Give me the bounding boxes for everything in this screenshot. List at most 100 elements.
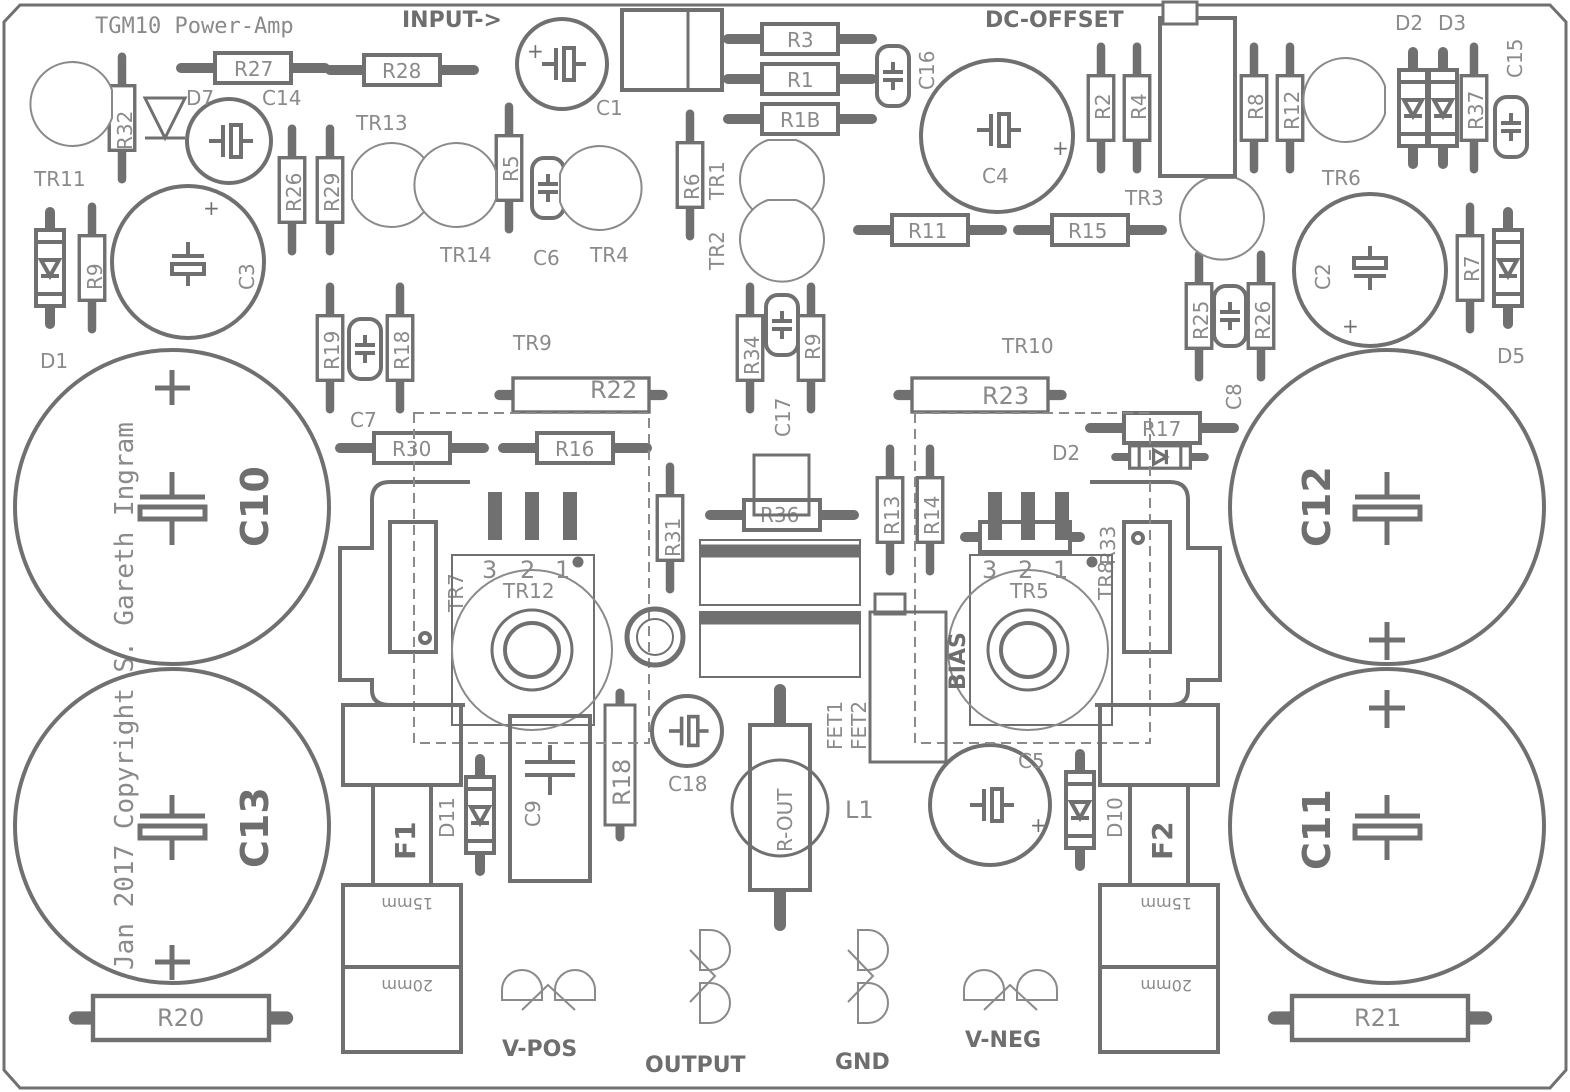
fuse-f1-20mm: 20mm (381, 976, 433, 995)
tr5-pin3: 3 (982, 556, 997, 584)
resistor-r31: R30 (340, 433, 484, 463)
tr9-footprint (413, 412, 650, 744)
terminal-vpos (501, 969, 596, 1011)
dc-offset-label: DC-OFFSET (985, 8, 1124, 33)
resistor-r10: R9 (79, 207, 107, 329)
svg-text:D5: D5 (1497, 344, 1525, 368)
transistor-tr12 (451, 492, 613, 731)
resistor-r16: R16 (503, 433, 647, 463)
resistor-r2: R2 (1088, 47, 1115, 169)
tr12-pin3: 3 (482, 556, 497, 584)
fuse-f1-label: F1 (389, 821, 422, 860)
svg-text:TR2: TR2 (705, 231, 729, 271)
diode-d5: D5 (1494, 212, 1525, 368)
svg-text:D2: D2 (1395, 11, 1423, 35)
svg-text:+: + (1052, 136, 1069, 160)
svg-text:TR14: TR14 (439, 243, 492, 267)
svg-text:C4: C4 (982, 164, 1009, 188)
fuse-f2-15mm: 15mm (1140, 894, 1192, 913)
bias-label: BIAS (946, 632, 971, 690)
terminal-gnd (847, 929, 889, 1024)
capacitor-c9: C9 (508, 714, 592, 883)
diode-d4: D2 (1395, 11, 1427, 164)
transistor-tr1: TR1 (705, 139, 825, 223)
svg-text:R17: R17 (1142, 417, 1181, 441)
capacitor-c2: + C2 (1292, 192, 1448, 348)
inductor-l1: R-OUT L1 (730, 684, 874, 931)
capacitor-c12: C12 (1228, 348, 1546, 666)
transistor-tr5-label: TR5 (1009, 579, 1049, 603)
resistor-r26: R26 (1248, 255, 1275, 377)
svg-text:R14: R14 (920, 496, 944, 535)
svg-text:D3: D3 (1438, 11, 1466, 35)
capacitor-c17: C17 (764, 293, 800, 437)
svg-text:+: + (203, 196, 220, 220)
resistor-r13: R13 (877, 449, 904, 571)
svg-text:R27: R27 (234, 57, 273, 81)
svg-text:C6: C6 (533, 246, 560, 270)
transistor-tr8-label: TR8 (1094, 561, 1118, 601)
svg-text:R9: R9 (83, 263, 107, 290)
input-label: INPUT-> (402, 8, 502, 33)
svg-text:C17: C17 (771, 398, 795, 437)
svg-text:+: + (527, 39, 544, 63)
fet1-label: FET1 (823, 701, 847, 750)
fuse-f1-15mm: 15mm (381, 894, 433, 913)
svg-text:L1: L1 (845, 796, 874, 824)
resistor-r8: R8 (1241, 47, 1268, 169)
svg-text:R26: R26 (282, 173, 306, 212)
svg-text:+: + (1342, 314, 1359, 338)
transistor-tr10-label: TR10 (1001, 334, 1054, 358)
svg-text:TR13: TR13 (355, 111, 408, 135)
svg-text:R6: R6 (680, 173, 704, 200)
transistor-tr13: TR13 (351, 111, 435, 229)
svg-text:TR1: TR1 (705, 161, 729, 201)
svg-text:R22: R22 (590, 376, 637, 404)
svg-text:C12: C12 (1295, 466, 1339, 547)
resistor-r29: R28 (330, 55, 474, 85)
resistor-r1: R1 (728, 64, 872, 94)
svg-text:D1: D1 (40, 349, 68, 373)
svg-text:C3: C3 (235, 263, 259, 290)
capacitor-c6: C6 (530, 156, 566, 270)
resistor-r25: R25 (1186, 255, 1213, 377)
input-connector (620, 8, 724, 92)
tr5-pin1: 1 (1053, 556, 1068, 584)
board-title: TGM10 Power-Amp (95, 14, 294, 39)
svg-text:R25: R25 (1189, 301, 1213, 340)
capacitor-c18: C18 (650, 694, 724, 796)
svg-text:R-OUT: R-OUT (773, 788, 797, 852)
svg-text:R29: R29 (320, 173, 344, 212)
capacitor-c13: C13 (13, 667, 331, 985)
svg-text:R32: R32 (113, 111, 137, 150)
svg-text:TR6: TR6 (1321, 166, 1361, 190)
capacitor-c4: + C4 (919, 58, 1075, 214)
tr12-pin2: 2 (520, 556, 535, 584)
svg-text:R15: R15 (1068, 219, 1107, 243)
diode-d2: D2 (1052, 441, 1205, 468)
svg-text:R21: R21 (1354, 1004, 1401, 1032)
svg-text:R18: R18 (390, 331, 414, 370)
diode-d7: D7 (142, 86, 214, 142)
svg-text:R37: R37 (1464, 91, 1488, 130)
svg-text:R20: R20 (157, 1004, 204, 1032)
svg-text:C11: C11 (1295, 789, 1339, 870)
fuse-f2-label: F2 (1146, 821, 1179, 860)
resistor-r35: R34 (737, 287, 764, 409)
terminal-output (689, 929, 731, 1024)
capacitor-c1: + C1 (515, 17, 623, 120)
svg-text:R33: R33 (1096, 526, 1120, 565)
resistor-r24: R23 (898, 378, 1061, 412)
resistor-r9: R9 (798, 287, 825, 409)
svg-text:TR3: TR3 (1124, 186, 1164, 210)
diode-d11: D11 (435, 759, 494, 871)
svg-text:C5: C5 (1018, 749, 1045, 773)
svg-text:R16: R16 (555, 437, 594, 461)
svg-text:C15: C15 (1503, 39, 1527, 78)
svg-text:R5: R5 (499, 155, 523, 182)
resistor-r6: R6 (677, 114, 704, 236)
svg-text:C18: C18 (668, 772, 707, 796)
resistor-r11: R11 (858, 215, 1002, 245)
capacitor-c16: C16 (875, 44, 939, 108)
svg-text:R23: R23 (982, 382, 1029, 410)
